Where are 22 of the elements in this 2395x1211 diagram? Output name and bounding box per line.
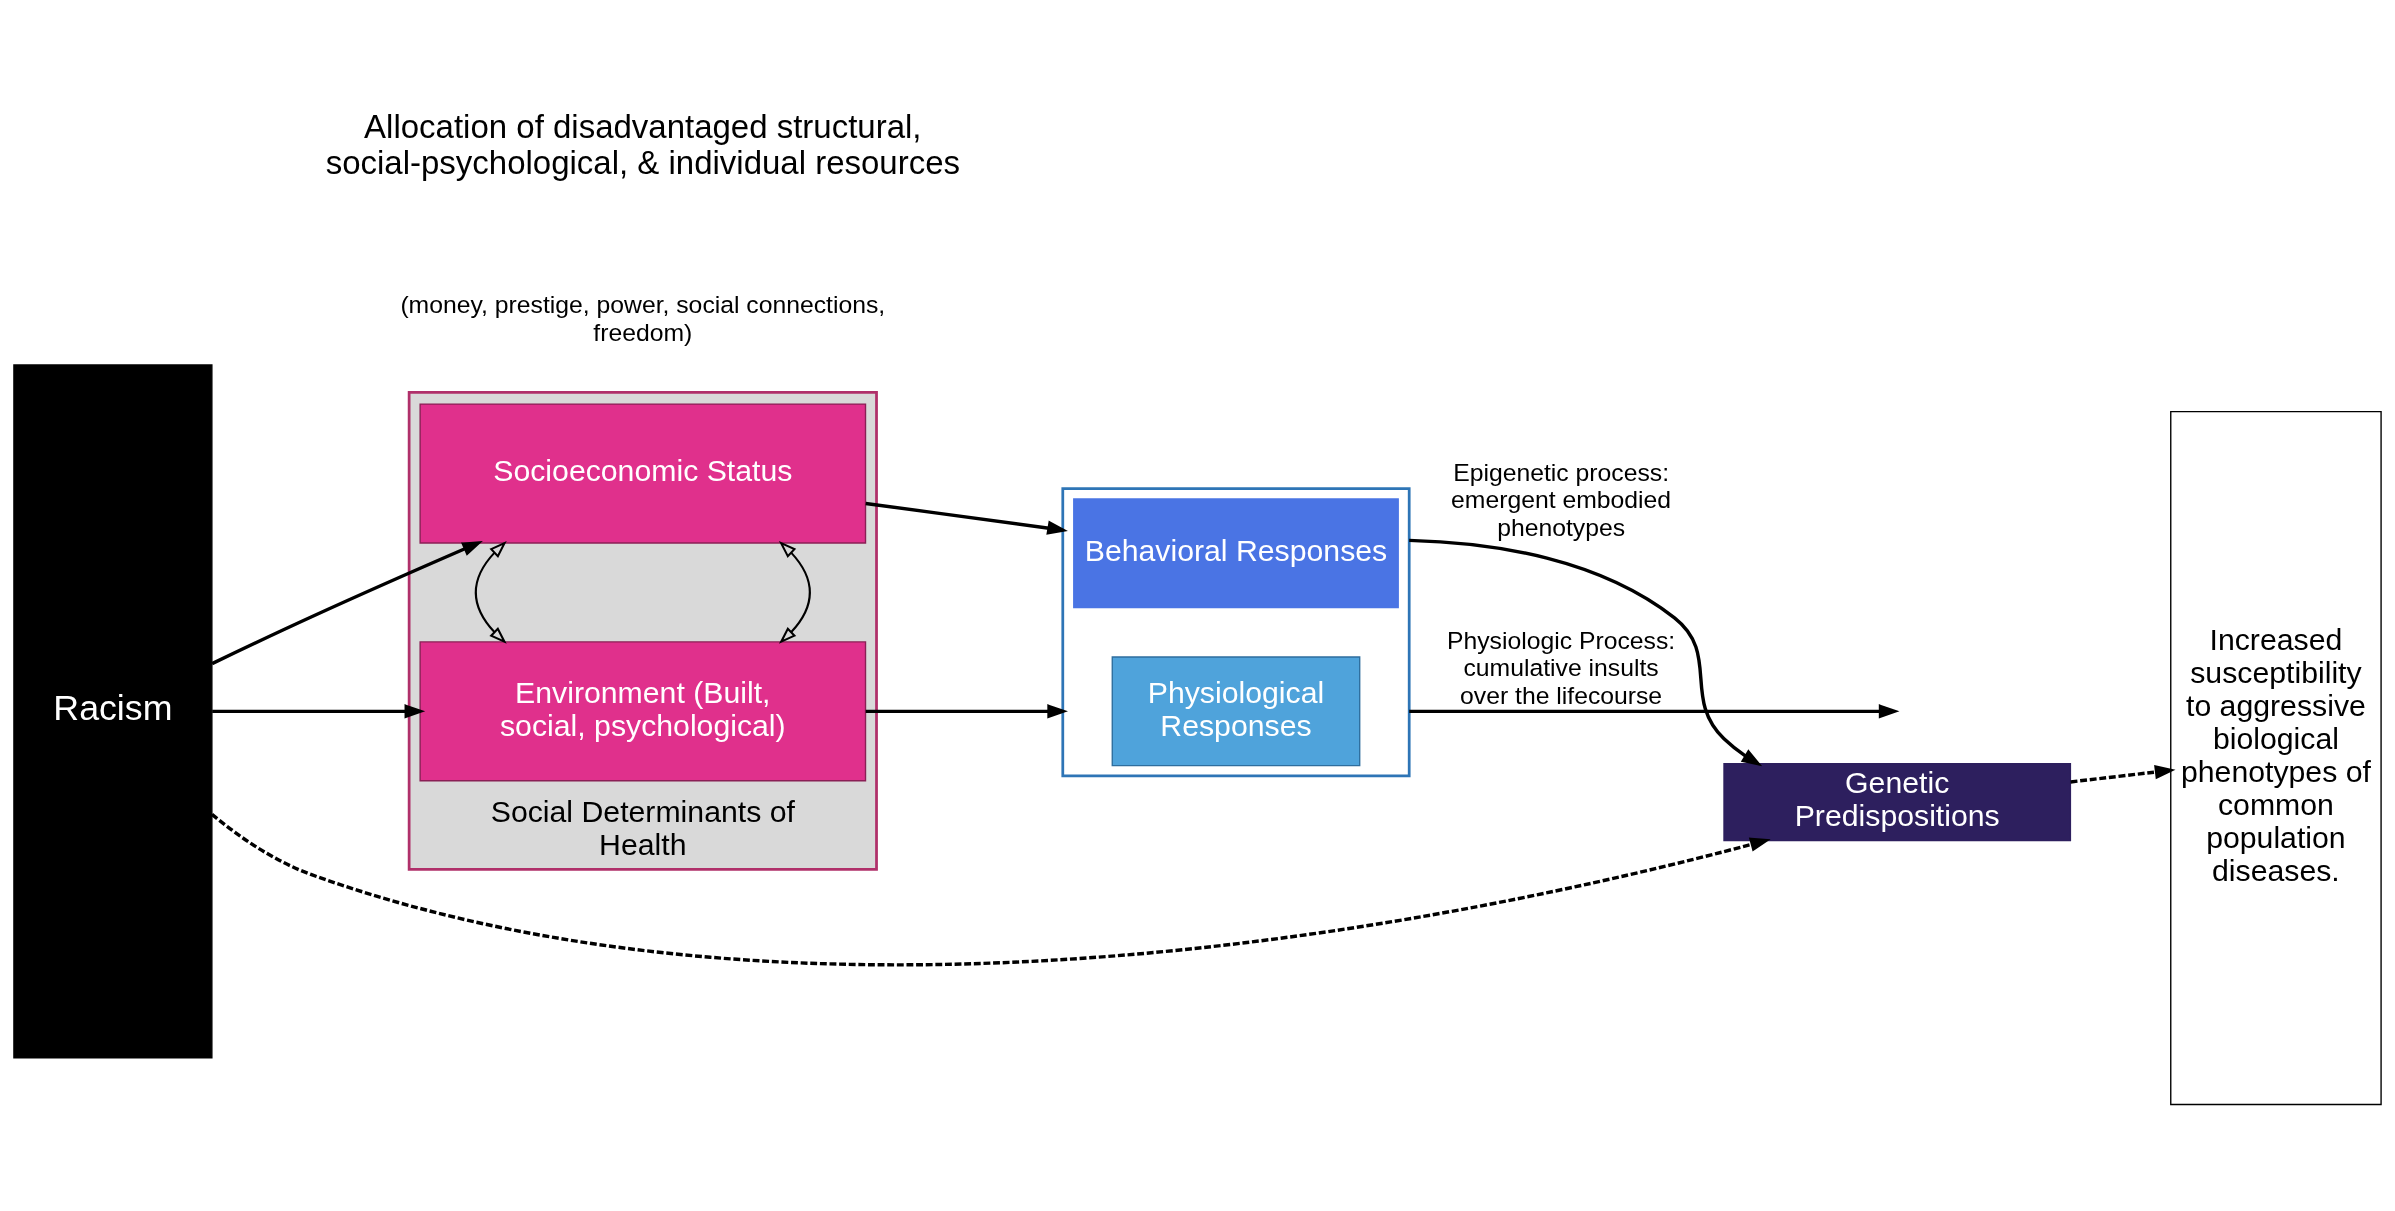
node-box: Genetic Predispositions [1723, 762, 2072, 842]
arrow [778, 541, 811, 644]
arrow [210, 813, 1771, 966]
arrow [865, 501, 1068, 535]
arrow [1409, 538, 1763, 767]
arrow [212, 704, 426, 719]
arrow [2070, 764, 2176, 784]
label: (money, prestige, power, social connections, freedom) [400, 291, 886, 346]
node-box: Physiological Responses [1111, 656, 1361, 767]
edge-label: Epigenetic process: emergent embodied phenotypes [1451, 458, 1672, 541]
arrow [865, 704, 1068, 719]
arrow [1409, 704, 1900, 719]
arrow [211, 541, 483, 666]
cluster [1061, 487, 1411, 778]
node-box: Increased susceptibility to aggressive biological phenotypes of common population diseases. [2170, 411, 2382, 1106]
node-box: Environment (Built, social, psychological) [419, 641, 867, 782]
edge-label: Physiologic Process: cumulative insults over the lifecourse [1447, 626, 1676, 709]
node-box: Socioeconomic Status [419, 403, 867, 544]
arrow [474, 541, 507, 644]
label: Allocation of disadvantaged structural, social-psychological, & individual resources [325, 108, 960, 182]
node-box: Behavioral Responses [1073, 498, 1399, 609]
node-box: Racism [13, 364, 213, 1059]
